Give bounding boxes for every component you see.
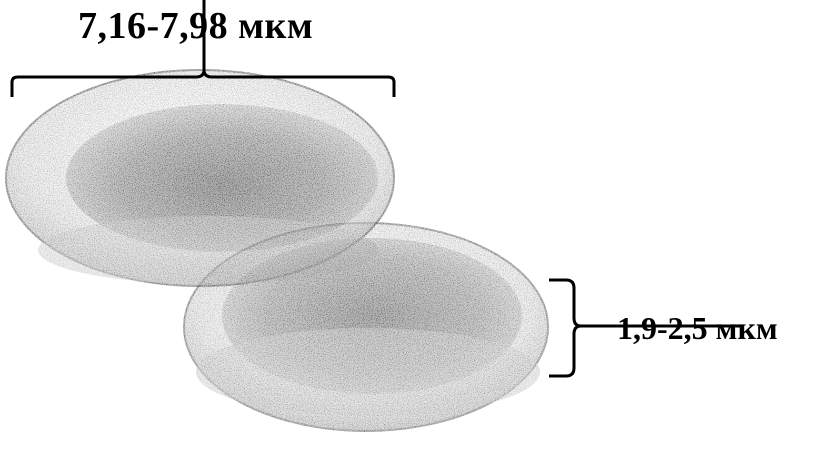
erythrocyte-upper xyxy=(6,70,394,286)
thickness-label: 1,9-2,5 мкм xyxy=(617,312,778,344)
diameter-label: 7,16-7,98 мкм xyxy=(78,7,313,45)
